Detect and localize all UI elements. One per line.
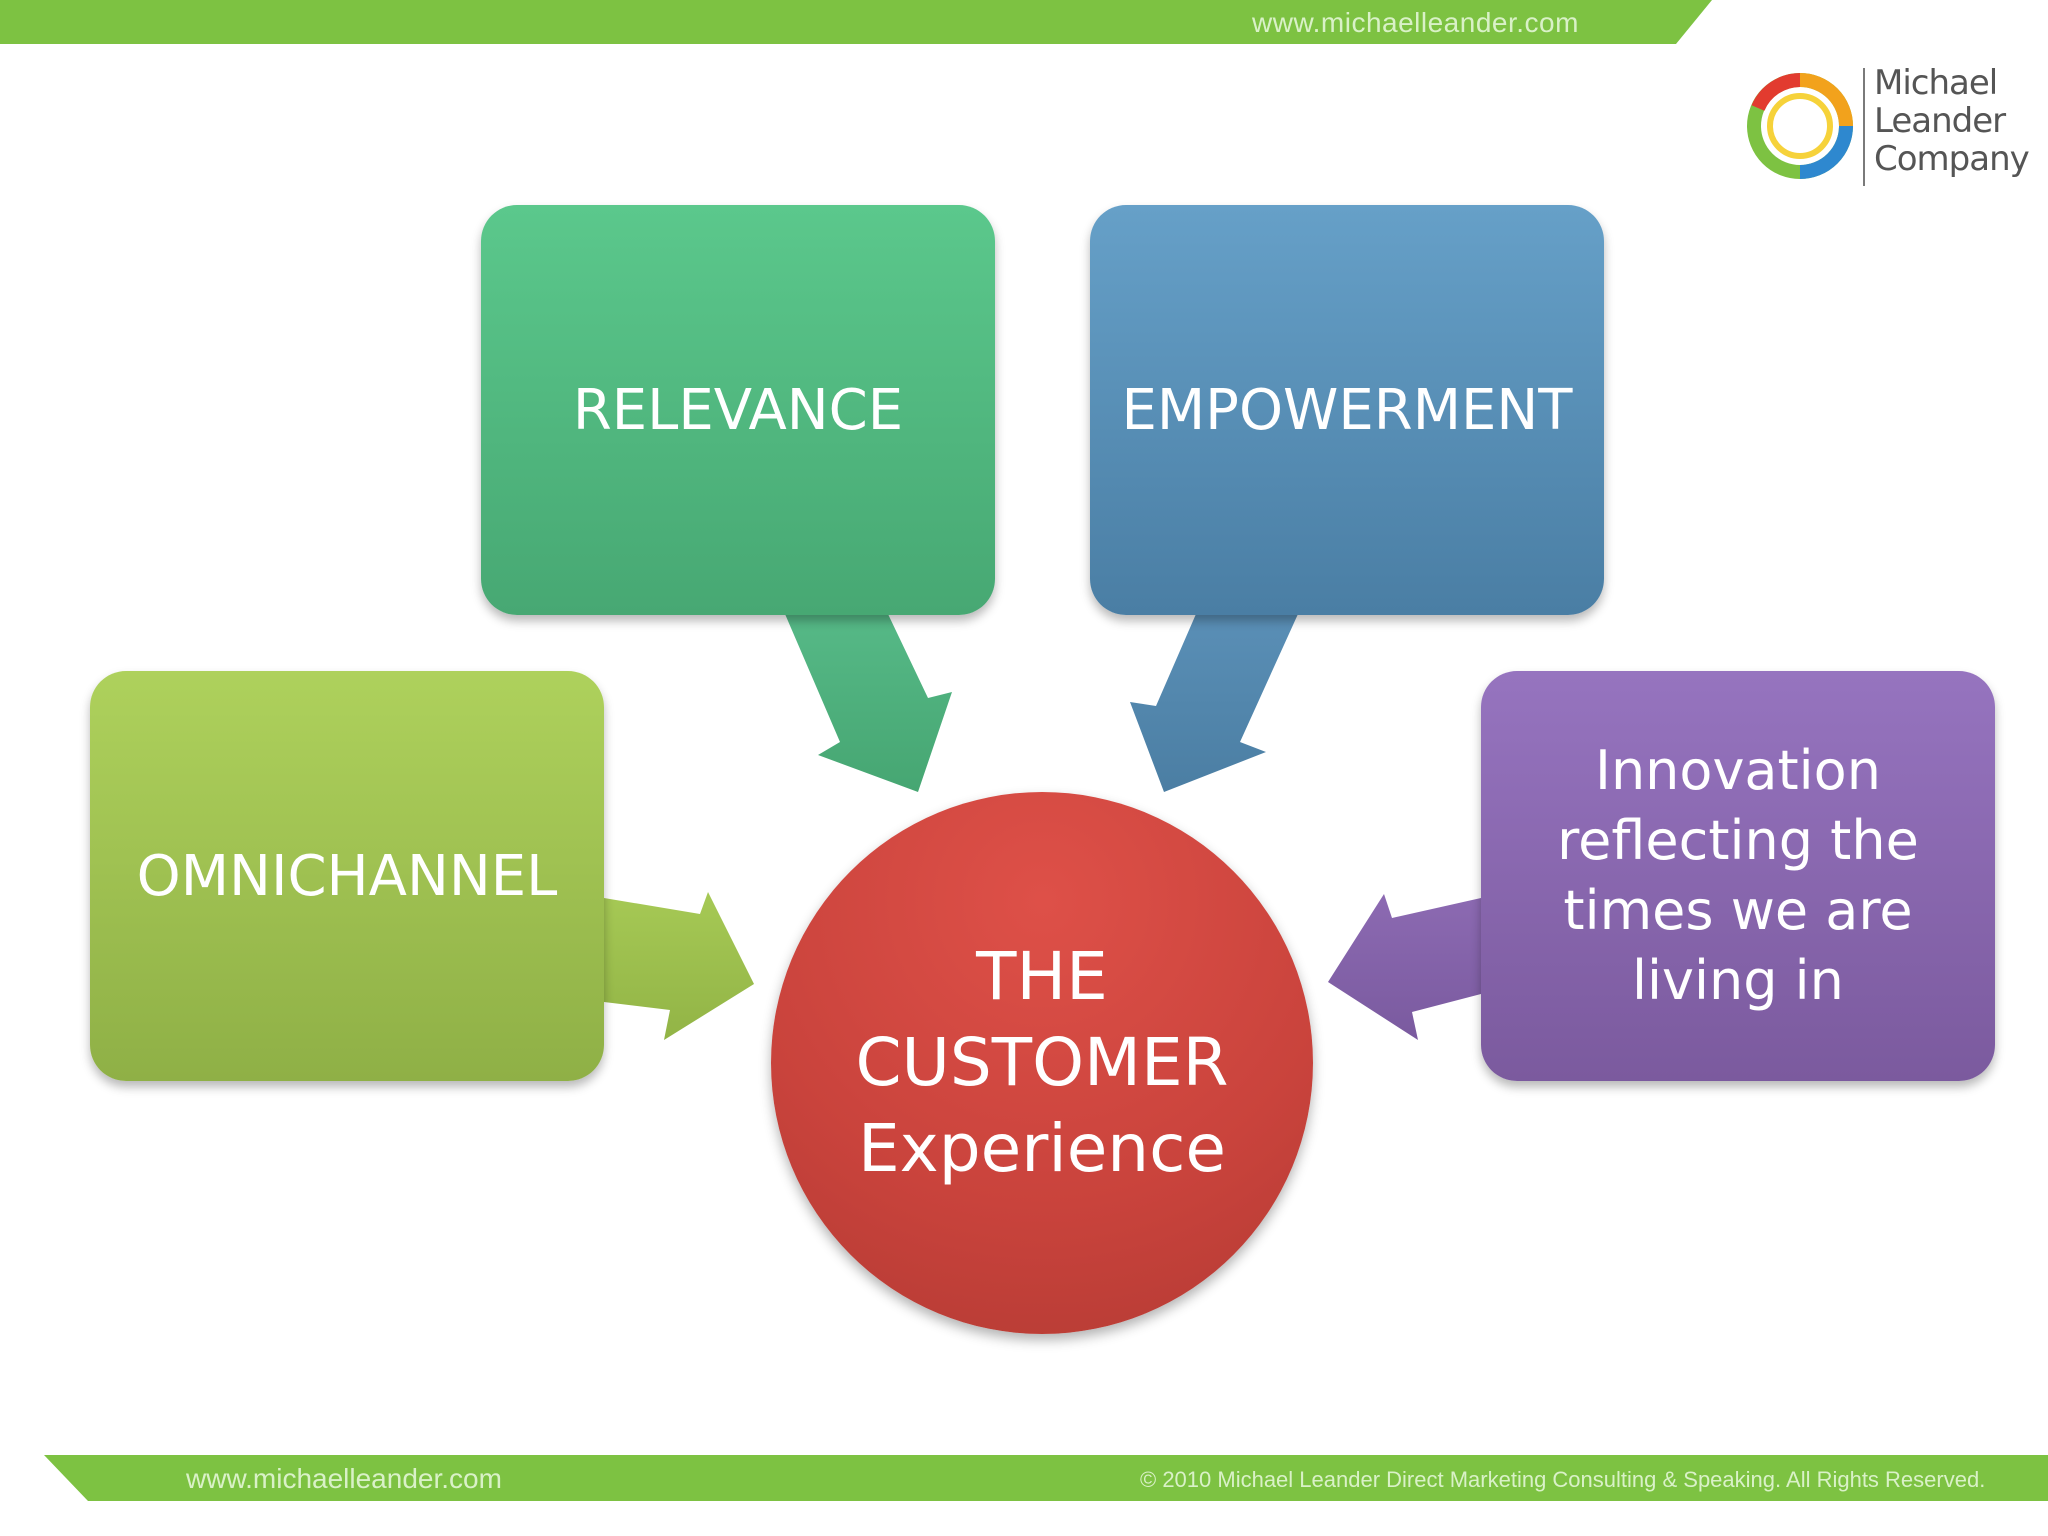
omnichannel-box: OMNICHANNEL bbox=[90, 671, 604, 1081]
arrow-innovation-to-center bbox=[1328, 894, 1481, 1040]
bottom-band-shape bbox=[44, 1455, 2048, 1501]
top-band-shape bbox=[0, 0, 1712, 44]
header-url[interactable]: www.michaelleander.com bbox=[1252, 7, 1579, 38]
bottom-band bbox=[0, 1455, 2048, 1505]
center-label: THE CUSTOMER Experience bbox=[855, 934, 1228, 1192]
omnichannel-label: OMNICHANNEL bbox=[136, 843, 558, 909]
customer-experience-circle: THE CUSTOMER Experience bbox=[771, 792, 1313, 1334]
relevance-label: RELEVANCE bbox=[572, 377, 904, 443]
innovation-line: times we are bbox=[1563, 879, 1913, 942]
company-logo: Michael Leander Company bbox=[1738, 62, 2038, 192]
innovation-label: Innovation reflecting the times we are l… bbox=[1557, 736, 1919, 1016]
center-line: CUSTOMER bbox=[855, 1024, 1229, 1101]
arrow-omnichannel-to-center bbox=[604, 892, 754, 1040]
empowerment-box: EMPOWERMENT bbox=[1090, 205, 1604, 615]
footer-url[interactable]: www.michaelleander.com bbox=[186, 1463, 502, 1494]
innovation-line: living in bbox=[1632, 949, 1844, 1012]
logo-ring-icon bbox=[1747, 73, 1853, 179]
innovation-line: Innovation bbox=[1595, 739, 1881, 802]
relevance-box: RELEVANCE bbox=[481, 205, 995, 615]
center-line: THE bbox=[976, 938, 1108, 1015]
logo-line: Leander bbox=[1874, 101, 2006, 141]
center-line: Experience bbox=[857, 1110, 1227, 1187]
logo-divider bbox=[1863, 68, 1865, 186]
logo-line: Company bbox=[1874, 139, 2030, 179]
arrow-empowerment-to-center bbox=[1130, 614, 1298, 792]
innovation-line: reflecting the bbox=[1557, 809, 1919, 872]
logo-line: Michael bbox=[1874, 63, 1998, 103]
innovation-box: Innovation reflecting the times we are l… bbox=[1481, 671, 1995, 1081]
copyright-text: © 2010 Michael Leander Direct Marketing … bbox=[1140, 1467, 1986, 1492]
empowerment-label: EMPOWERMENT bbox=[1121, 377, 1573, 443]
arrow-relevance-to-center bbox=[785, 614, 952, 792]
top-band bbox=[0, 0, 2048, 46]
logo-wordmark: Michael Leander Company bbox=[1874, 63, 2030, 179]
